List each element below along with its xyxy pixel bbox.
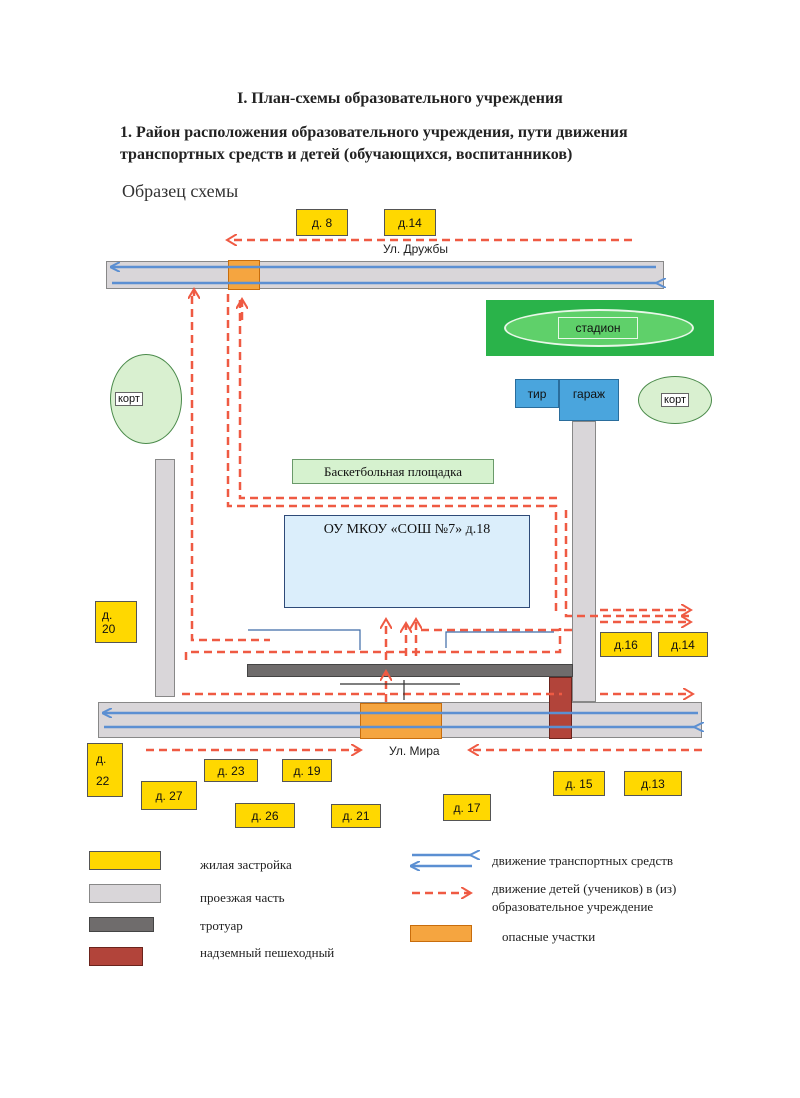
house-d14-top-label: д.14 xyxy=(398,215,422,230)
legend-text-sidewalk: тротуар xyxy=(200,918,243,933)
house-d13-label: д.13 xyxy=(641,776,665,791)
shooting-range: тир xyxy=(515,379,559,408)
house-d22: д. 22 xyxy=(87,743,123,797)
sample-label: Образец схемы xyxy=(122,181,239,201)
legend-swatch-sidewalk xyxy=(89,917,154,932)
legend-text-overpass: надземный пешеходный xyxy=(200,945,335,960)
stadium: стадион xyxy=(486,300,714,356)
garage-label: гараж xyxy=(572,387,606,401)
house-d15-label: д. 15 xyxy=(565,776,593,791)
legend-swatch-danger xyxy=(410,925,472,942)
school-building: ОУ МКОУ «СОШ №7» д.18 xyxy=(284,515,530,608)
house-d15: д. 15 xyxy=(553,771,605,796)
stadium-label: стадион xyxy=(575,321,621,335)
house-d14-right: д.14 xyxy=(658,632,708,657)
children-traffic-arrows xyxy=(146,240,702,750)
legend-text-housing: жилая застройка xyxy=(200,857,292,872)
house-d16: д.16 xyxy=(600,632,652,657)
shooting-range-label: тир xyxy=(527,386,547,401)
court-left-label: корт xyxy=(115,392,143,406)
legend-text-children: движение детей (учеников) в (из) образов… xyxy=(492,881,677,914)
road-druzhby xyxy=(106,261,664,289)
house-d23-label: д. 23 xyxy=(217,763,245,778)
house-d16-label: д.16 xyxy=(614,637,638,652)
house-d17-label: д. 17 xyxy=(453,800,481,815)
child-arrow-inner-top xyxy=(238,300,560,500)
house-d20: д. 20 xyxy=(95,601,137,643)
legend-swatch-overpass xyxy=(89,947,143,966)
entrance-line-right xyxy=(445,631,554,648)
basketball-label: Баскетбольная площадка xyxy=(324,463,462,479)
house-d23: д. 23 xyxy=(204,759,258,782)
legend-text-roadway: проезжая часть xyxy=(200,890,285,905)
house-d27-label: д. 27 xyxy=(155,788,183,803)
vehicle-traffic-arrows xyxy=(104,267,698,727)
child-arrow-left-bottom xyxy=(184,628,562,660)
child-arrow-inner-left xyxy=(226,294,558,616)
danger-zone-south xyxy=(360,703,442,739)
house-d19: д. 19 xyxy=(282,759,332,782)
legend-text-vehicle: движение транспортных средств xyxy=(492,853,674,868)
house-d26-label: д. 26 xyxy=(251,808,279,823)
house-d26: д. 26 xyxy=(235,803,295,828)
house-d22-label: д. 22 xyxy=(96,752,110,788)
child-arrow-right-upper xyxy=(564,510,690,618)
stadium-track-label: стадион xyxy=(558,317,638,339)
court-right: корт xyxy=(638,376,712,424)
danger-zone-north xyxy=(228,260,260,290)
house-d14-right-label: д.14 xyxy=(671,637,695,652)
house-d19-label: д. 19 xyxy=(293,763,321,778)
house-d8-label: д. 8 xyxy=(311,215,333,230)
pedestrian-overpass xyxy=(549,677,572,739)
house-d8: д. 8 xyxy=(296,209,348,236)
house-d21-label: д. 21 xyxy=(342,809,370,823)
house-d20-label: д. 20 xyxy=(102,608,116,636)
child-arrow-left-outer xyxy=(190,296,270,642)
garage: гараж xyxy=(559,379,619,421)
road-left-vertical xyxy=(155,459,175,697)
court-right-label: корт xyxy=(661,393,689,407)
basketball-court: Баскетбольная площадка xyxy=(292,459,494,484)
street-label-druzhby: Ул. Дружбы xyxy=(380,242,451,256)
street-label-mira: Ул. Мира xyxy=(386,744,443,758)
road-right-vertical xyxy=(572,421,596,702)
legend-text-danger: опасные участки xyxy=(502,929,596,944)
house-d21: д. 21 xyxy=(331,804,381,828)
court-left: корт xyxy=(110,354,182,444)
house-d13: д.13 xyxy=(624,771,682,796)
house-d17: д. 17 xyxy=(443,794,491,821)
school-entrance-lines xyxy=(248,629,554,700)
house-d27: д. 27 xyxy=(141,781,197,810)
page-heading: I. План-схемы образовательного учреждени… xyxy=(237,90,563,107)
section-heading: 1. Район расположения образовательного у… xyxy=(120,124,628,163)
house-d14-top: д.14 xyxy=(384,209,436,236)
entrance-line-left xyxy=(248,629,361,650)
legend-swatch-housing xyxy=(89,851,161,870)
sidewalk xyxy=(247,664,573,677)
legend-swatch-roadway xyxy=(89,884,161,903)
school-label: ОУ МКОУ «СОШ №7» д.18 xyxy=(323,522,491,537)
